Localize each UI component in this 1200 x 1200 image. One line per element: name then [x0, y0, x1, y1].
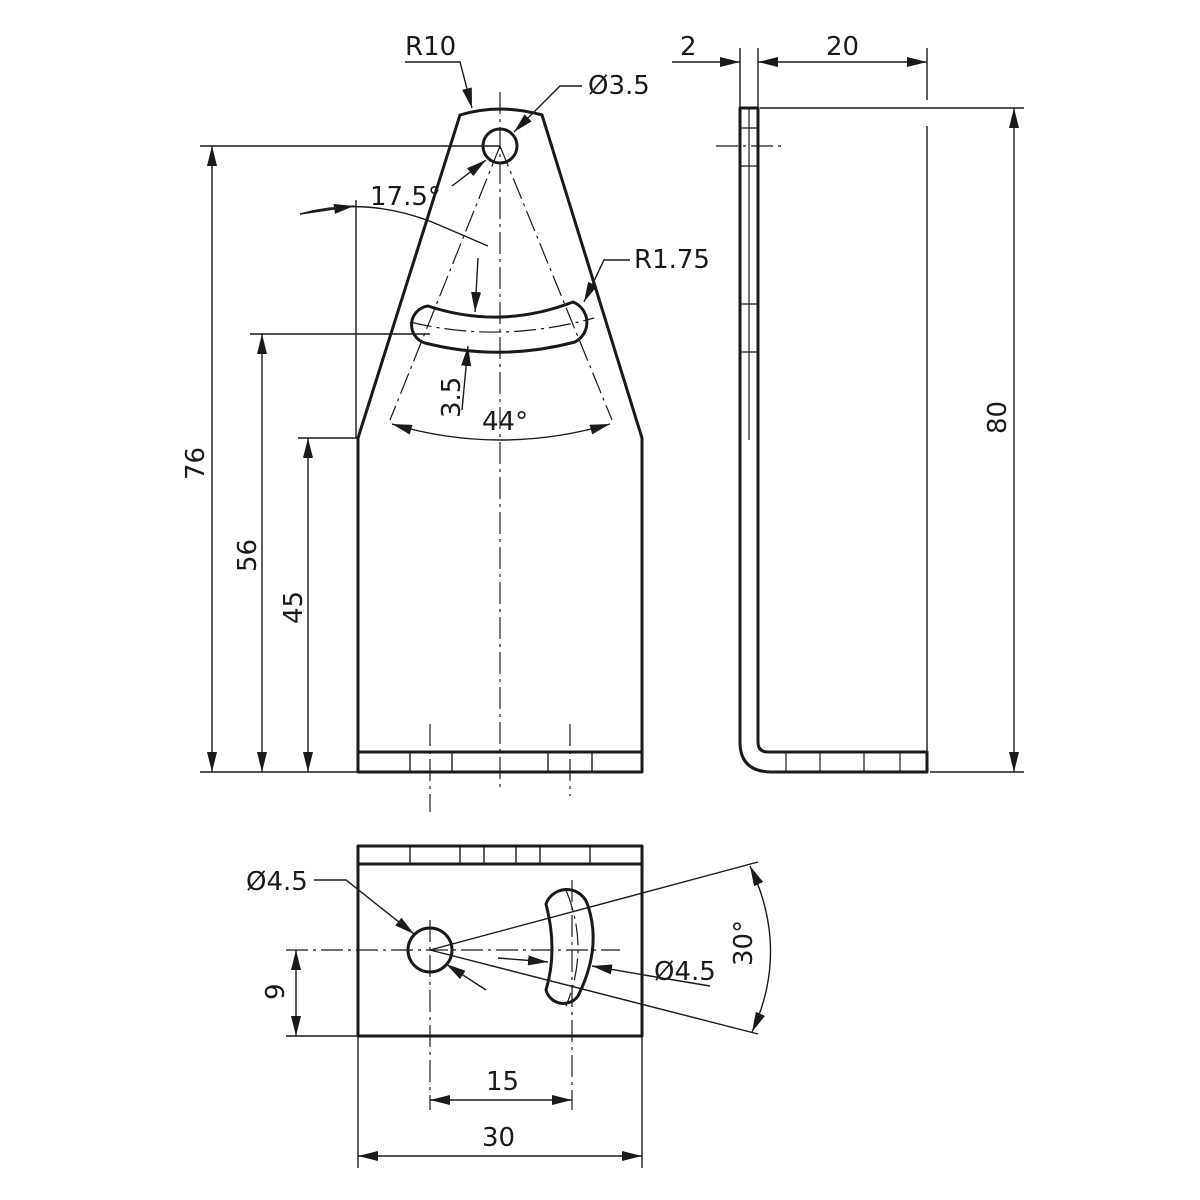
base-hole-leader-in — [445, 963, 487, 991]
front-view-outline — [356, 107, 644, 774]
bend-ticks — [409, 752, 593, 772]
slot-width-arrow-bot — [461, 345, 472, 411]
ray-30-bottom — [429, 949, 759, 1035]
slot-base-width-label: Ø4.5 — [654, 957, 716, 987]
slot-base-leader-in — [497, 955, 549, 966]
slot-axis-left — [389, 145, 501, 421]
dim-30-label: 30 — [482, 1123, 515, 1153]
angle-small-arrow — [299, 203, 355, 215]
angle-big-label: 44° — [482, 407, 528, 437]
slot-arc-centerline — [409, 317, 595, 333]
base-slot — [544, 887, 595, 1005]
hole-top-dia-label: Ø3.5 — [588, 71, 650, 101]
hole-top-leader-in — [451, 159, 487, 187]
dim-9-label: 9 — [261, 983, 291, 1000]
bottom-view: Ø4.5 Ø4.5 30° 9 15 30 — [246, 844, 772, 1168]
angle-small-label: 17.5° — [370, 182, 441, 212]
dim-20-label: 20 — [826, 32, 859, 62]
bottom-bend-ticks — [409, 846, 591, 864]
slot-width-arrow-top — [471, 257, 482, 313]
ray-30-top — [429, 861, 759, 951]
slot-radius-leader — [583, 259, 630, 303]
hole-top-leader — [513, 85, 582, 133]
r10-label: R10 — [405, 32, 456, 62]
side-view-outline — [738, 106, 929, 774]
slot-radius-label: R1.75 — [634, 245, 710, 275]
front-view: R10 Ø3.5 17.5° R1.75 3.5 44° — [299, 32, 710, 812]
r10-leader — [405, 61, 473, 109]
dim-80-label: 80 — [983, 401, 1013, 434]
base-hole-dia-label: Ø4.5 — [246, 867, 308, 897]
side-view-hidden — [740, 108, 901, 772]
angle-30-label: 30° — [729, 920, 759, 966]
angle-big-arc — [391, 423, 611, 441]
angle-30-arc — [749, 865, 772, 1033]
front-height-dims: 76 56 45 — [181, 145, 500, 773]
bottom-view-outline — [356, 844, 644, 1038]
dim-45-label: 45 — [279, 591, 309, 624]
slot-base-leader — [591, 964, 711, 987]
slot-arc-center — [565, 889, 579, 1007]
dim-15-label: 15 — [486, 1067, 519, 1097]
slot-axis-right — [499, 145, 613, 421]
dim-56-label: 56 — [233, 539, 263, 572]
angle-small-arc — [299, 205, 433, 223]
base-hole-leader — [314, 879, 415, 935]
angle-small-ext — [431, 221, 489, 247]
dim-2-label: 2 — [680, 32, 697, 62]
side-view: 2 20 80 — [672, 32, 1024, 774]
slot-width-label: 3.5 — [437, 377, 467, 418]
arc-slot — [410, 300, 589, 354]
dim-76-label: 76 — [181, 447, 211, 480]
